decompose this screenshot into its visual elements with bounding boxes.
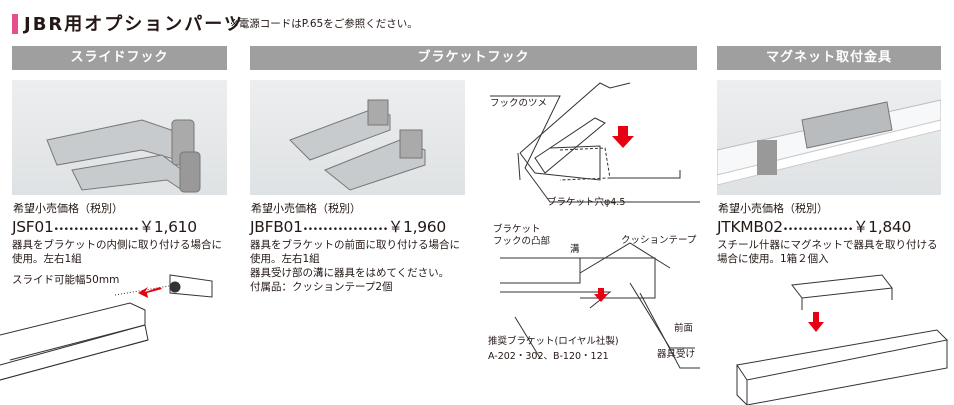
product-code: JSF01: [12, 218, 54, 236]
bracket-hook-photo: [250, 80, 465, 195]
desc-line: 使用。左右1組: [250, 253, 320, 265]
product-code: JBFB01: [250, 218, 303, 236]
description: 器具をブラケットの内側に取り付ける場合に使用。左右1組: [12, 238, 222, 266]
section-slide-hook: スライドフック: [12, 46, 227, 70]
power-cord-note: ※電源コードはP.65をご参照ください。: [230, 18, 418, 30]
desc-line: 器具受け部の溝に器具をはめてください。: [250, 267, 450, 279]
leader-dots: •••••••••••••••••: [53, 225, 139, 235]
slide-width-callout: スライド可能幅50mm: [12, 274, 120, 286]
price-line: JTKMB02••••••••••••••￥1,840: [717, 215, 911, 237]
label-line: フックの凸部: [493, 236, 551, 247]
page-title: JBR用オプションパーツ: [24, 14, 244, 35]
description: 器具をブラケットの前面に取り付ける場合に使用。左右1組器具受け部の溝に器具をはめ…: [250, 238, 460, 294]
price: ￥1,610: [138, 218, 197, 236]
price-line: JBFB01•••••••••••••••••￥1,960: [250, 215, 446, 237]
label-groove: 溝: [570, 244, 580, 255]
price: ￥1,840: [852, 218, 912, 236]
desc-line: 付属品：クッションテープ2個: [250, 281, 393, 293]
leader-dots: ••••••••••••••: [782, 225, 853, 235]
label-cushion-tape: クッションテープ: [621, 235, 697, 246]
section-magnet-mount: マグネット取付金具: [717, 46, 941, 70]
label-fixture-receiver: 器具受け: [657, 349, 696, 360]
label-hook-claw: フックのツメ: [490, 98, 548, 109]
price-label: 希望小売価格（税別）: [251, 202, 361, 215]
title-accent-bar: [12, 14, 18, 34]
label-front: 前面: [674, 323, 694, 334]
magnet-mount-illustration: [736, 274, 949, 405]
desc-line: スチール什器にマグネットで器具を取り付ける: [717, 239, 938, 251]
label-bracket-models: A-202・302、B-120・121: [488, 351, 609, 362]
leader-dots: •••••••••••••••••: [302, 225, 388, 235]
price-label: 希望小売価格（税別）: [718, 202, 828, 215]
slide-hook-illustration: [0, 274, 213, 381]
desc-line: 器具をブラケットの前面に取り付ける場合に: [250, 239, 460, 251]
bracket-hook-diagram: [490, 82, 700, 369]
price-line: JSF01•••••••••••••••••￥1,610: [12, 215, 197, 237]
price: ￥1,960: [387, 218, 446, 236]
label-recommended-bracket: 推奨ブラケット(ロイヤル社製): [488, 336, 619, 347]
desc-line: 場合に使用。1箱２個入: [717, 253, 829, 265]
section-bracket-hook: ブラケットフック: [250, 46, 697, 70]
magnet-mount-photo: [717, 80, 941, 195]
desc-line: 器具をブラケットの内側に取り付ける場合に: [12, 239, 222, 251]
description: スチール什器にマグネットで器具を取り付ける場合に使用。1箱２個入: [717, 238, 938, 266]
label-line: ブラケット: [493, 224, 541, 235]
label-bracket-hole: ブラケット穴φ4.5: [547, 197, 626, 208]
price-label: 希望小売価格（税別）: [13, 202, 123, 215]
product-code: JTKMB02: [717, 218, 783, 236]
desc-line: 使用。左右1組: [12, 253, 82, 265]
label-bracket-hook-boss: ブラケットフックの凸部: [493, 224, 550, 248]
slide-hook-photo: [12, 80, 227, 195]
